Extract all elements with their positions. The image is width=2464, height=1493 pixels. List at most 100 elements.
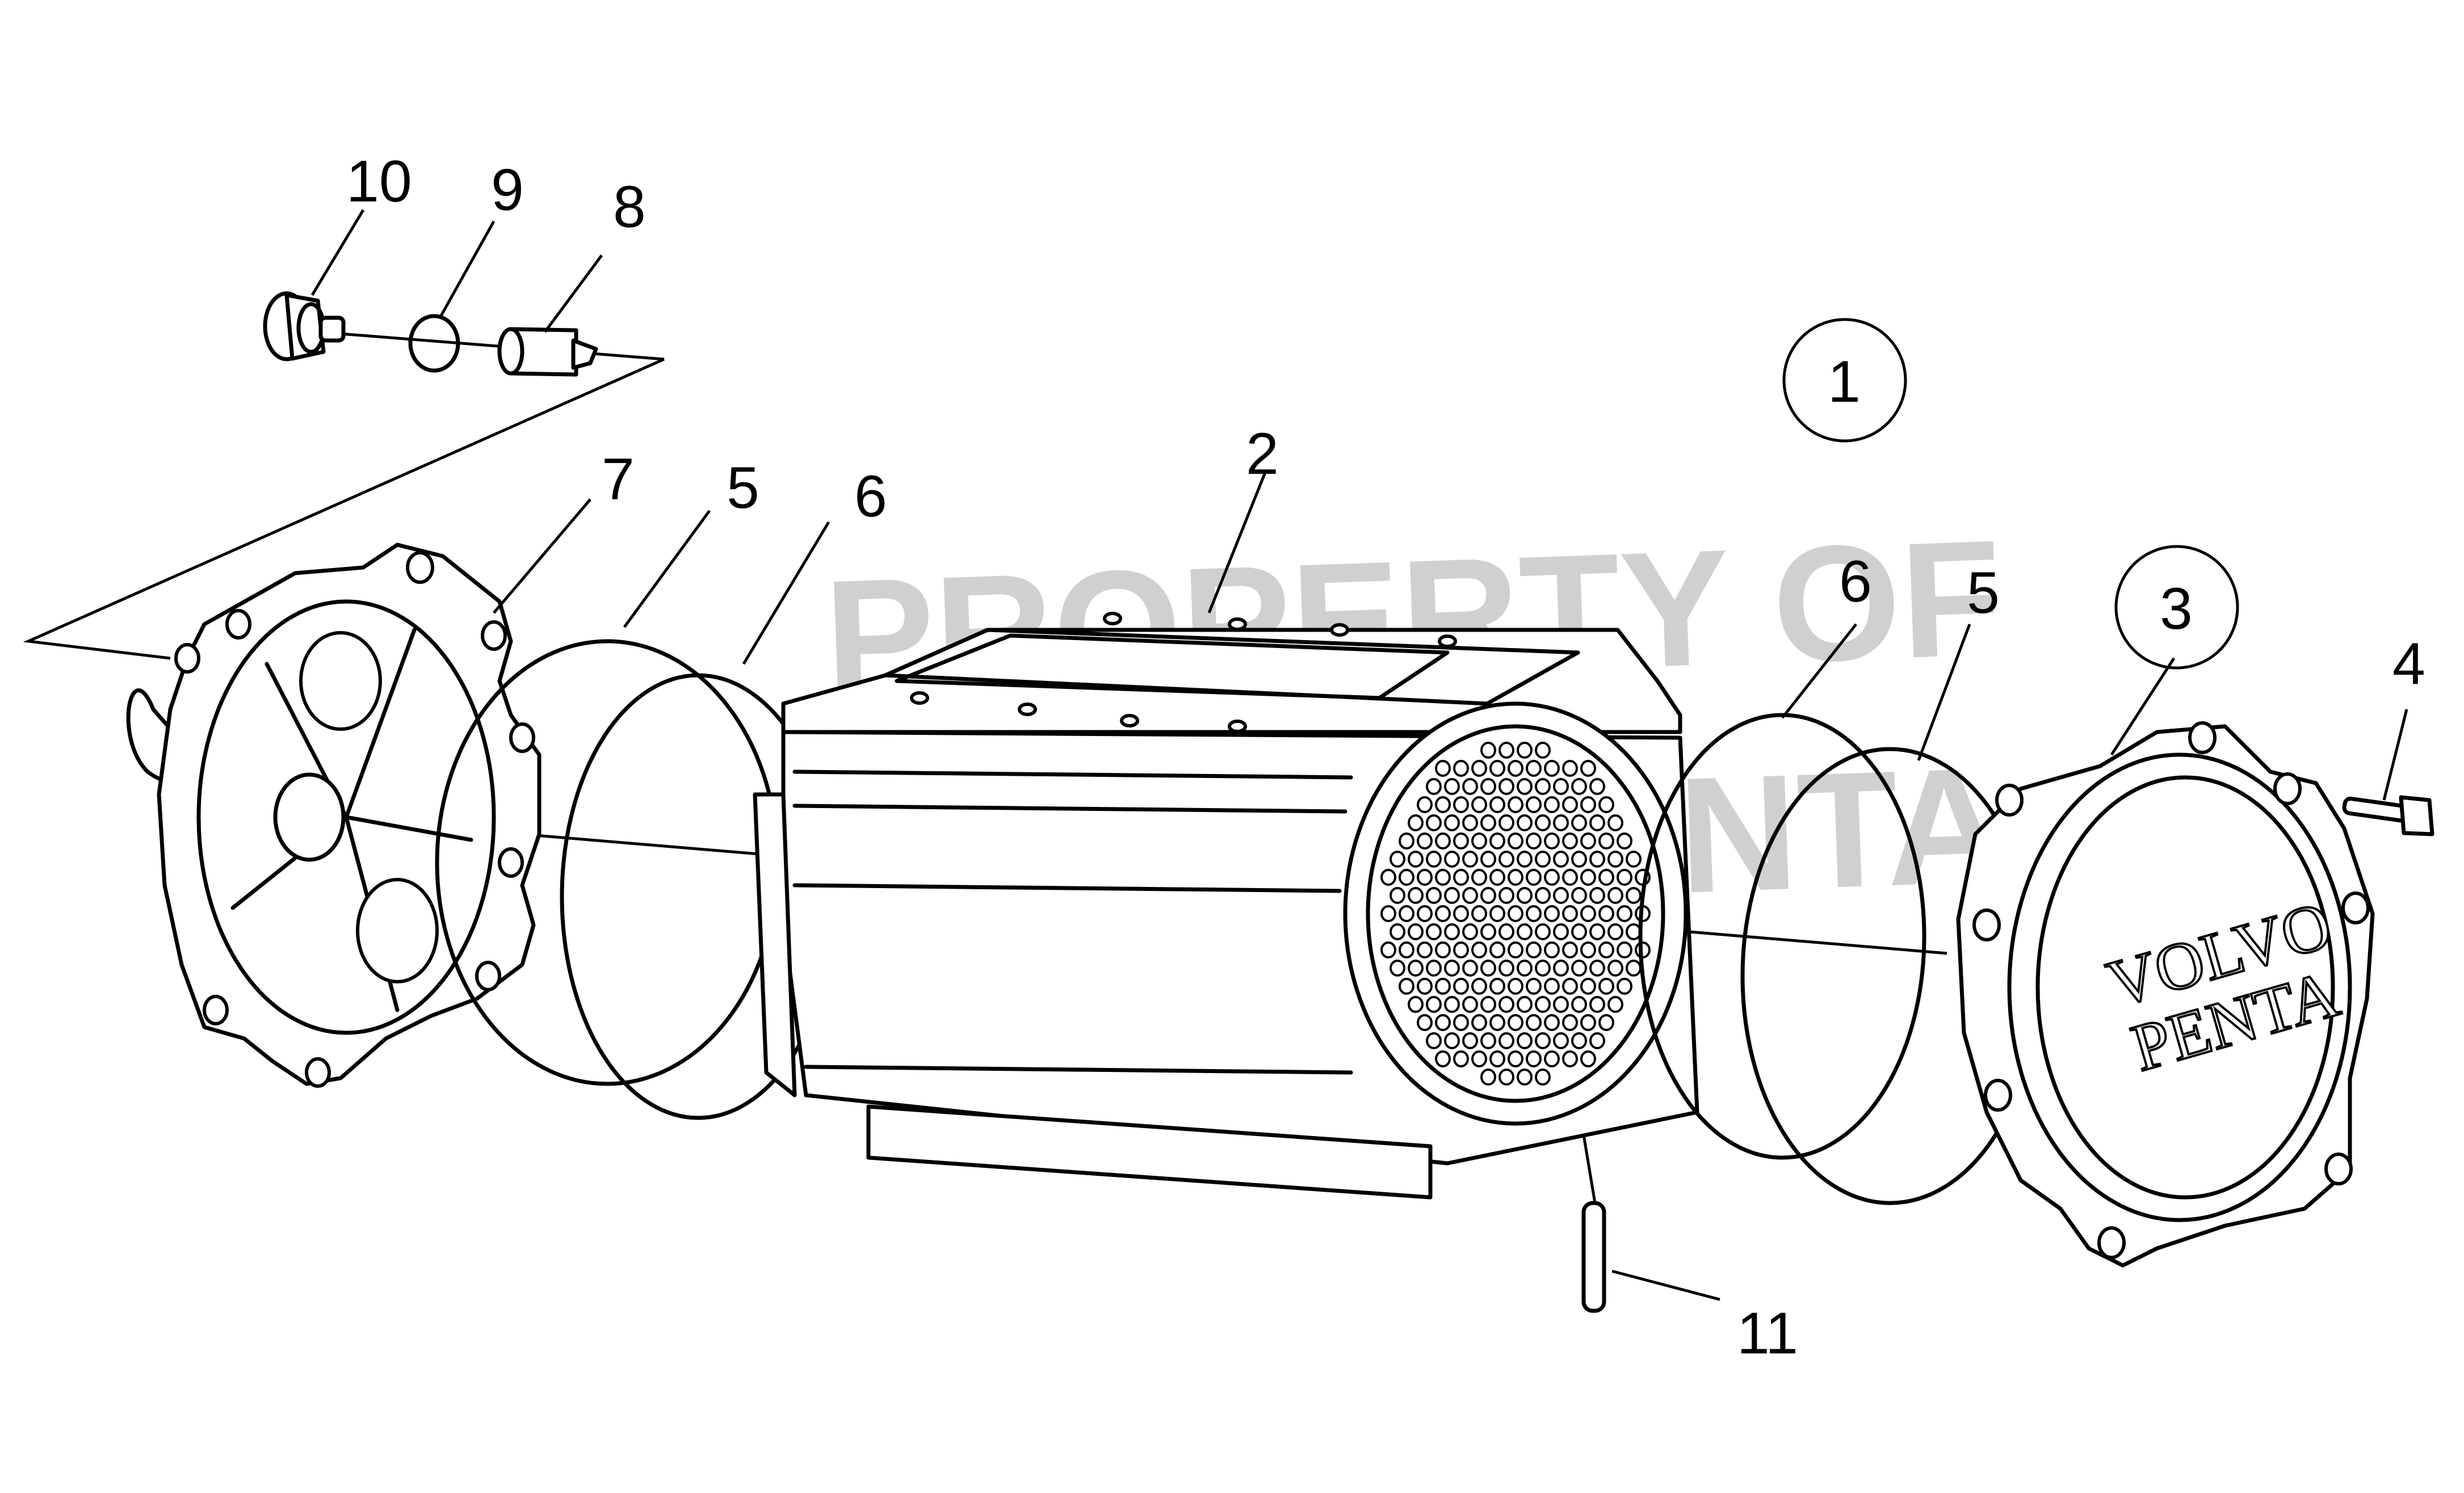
callout-7[interactable]: 7 bbox=[602, 447, 635, 512]
tube-hole bbox=[1444, 814, 1460, 831]
tube-hole bbox=[1553, 778, 1569, 795]
tube-hole bbox=[1617, 978, 1632, 995]
tube-hole bbox=[1508, 1014, 1523, 1031]
tube-hole bbox=[1390, 887, 1405, 904]
callout-6-left[interactable]: 6 bbox=[854, 464, 887, 529]
tube-hole bbox=[1535, 1032, 1551, 1049]
tube-stack-part[interactable] bbox=[753, 612, 1699, 1200]
tube-hole bbox=[1471, 796, 1487, 813]
tube-hole bbox=[1462, 1032, 1478, 1049]
tube-hole bbox=[1480, 996, 1496, 1013]
tube-hole bbox=[1489, 869, 1505, 886]
tube-hole bbox=[1626, 887, 1642, 904]
tube-hole bbox=[1489, 941, 1505, 958]
tube-hole bbox=[1471, 978, 1487, 995]
plug-part[interactable] bbox=[263, 291, 346, 361]
tube-hole bbox=[1598, 796, 1614, 813]
tube-hole bbox=[1471, 1050, 1487, 1067]
tube-hole bbox=[1417, 905, 1433, 922]
tube-hole bbox=[1526, 796, 1542, 813]
tube-hole bbox=[1471, 760, 1487, 777]
tube-hole bbox=[1508, 869, 1523, 886]
callout-1[interactable]: 1 bbox=[1828, 349, 1861, 415]
tube-hole bbox=[1517, 996, 1533, 1013]
leader-lines bbox=[310, 209, 2408, 1301]
tube-hole bbox=[1498, 960, 1514, 977]
tube-hole bbox=[1417, 832, 1433, 849]
tube-hole bbox=[1535, 923, 1551, 940]
tube-hole bbox=[1508, 905, 1523, 922]
tube-hole bbox=[1607, 996, 1623, 1013]
callout-10[interactable]: 10 bbox=[346, 149, 412, 215]
tube-hole bbox=[1408, 923, 1424, 940]
tube-hole bbox=[1435, 1014, 1451, 1031]
tube-hole bbox=[1544, 978, 1560, 995]
left-end-cover-part[interactable] bbox=[126, 542, 542, 1088]
callout-5-left[interactable]: 5 bbox=[727, 455, 759, 521]
tube-hole bbox=[1480, 887, 1496, 904]
callout-5-right[interactable]: 5 bbox=[1967, 560, 2000, 626]
tube-hole bbox=[1471, 869, 1487, 886]
tube-hole bbox=[1435, 760, 1451, 777]
tube-hole bbox=[1426, 960, 1442, 977]
right-end-cover-part[interactable]: VOLVO PENTA bbox=[1956, 721, 2375, 1268]
tube-hole bbox=[1508, 941, 1523, 958]
callout-2[interactable]: 2 bbox=[1246, 421, 1279, 487]
tube-hole bbox=[1426, 814, 1442, 831]
tube-hole bbox=[1444, 887, 1460, 904]
anode-part[interactable] bbox=[497, 327, 598, 377]
tube-hole bbox=[1517, 923, 1533, 940]
tube-hole bbox=[1617, 832, 1632, 849]
tube-hole bbox=[1508, 760, 1523, 777]
callout-9[interactable]: 9 bbox=[491, 157, 524, 223]
tube-hole bbox=[1517, 778, 1533, 795]
tube-hole bbox=[1607, 923, 1623, 940]
tube-hole bbox=[1435, 978, 1451, 995]
tube-hole bbox=[1498, 923, 1514, 940]
tube-hole bbox=[1571, 814, 1587, 831]
callout-3[interactable]: 3 bbox=[2160, 576, 2193, 642]
tube-hole bbox=[1589, 1032, 1605, 1049]
tube-hole bbox=[1489, 832, 1505, 849]
tube-hole bbox=[1444, 996, 1460, 1013]
callout-8[interactable]: 8 bbox=[613, 174, 646, 240]
pin-part[interactable] bbox=[1581, 1201, 1606, 1313]
tube-hole bbox=[1444, 851, 1460, 868]
right-o-ring-inner-part[interactable] bbox=[1638, 713, 1926, 1160]
tube-hole bbox=[1417, 869, 1433, 886]
tube-hole bbox=[1553, 996, 1569, 1013]
tube-hole bbox=[1617, 941, 1632, 958]
tube-hole bbox=[1444, 1032, 1460, 1049]
tube-hole bbox=[1508, 832, 1523, 849]
tube-hole bbox=[1571, 996, 1587, 1013]
tube-hole bbox=[1489, 978, 1505, 995]
tube-hole bbox=[1498, 778, 1514, 795]
tube-hole bbox=[1453, 941, 1469, 958]
tube-hole bbox=[1480, 778, 1496, 795]
tube-hole bbox=[1508, 796, 1523, 813]
callout-6-right[interactable]: 6 bbox=[1839, 549, 1872, 615]
tube-hole bbox=[1498, 996, 1514, 1013]
tube-hole bbox=[1489, 905, 1505, 922]
tube-hole bbox=[1444, 923, 1460, 940]
screw-part[interactable] bbox=[2342, 795, 2434, 836]
tube-hole bbox=[1399, 941, 1414, 958]
tube-hole bbox=[1462, 887, 1478, 904]
callout-11[interactable]: 11 bbox=[1737, 1301, 1798, 1366]
tube-hole bbox=[1489, 796, 1505, 813]
tube-hole bbox=[1480, 1069, 1496, 1086]
tube-hole bbox=[1580, 941, 1596, 958]
tube-hole bbox=[1526, 869, 1542, 886]
tube-hole bbox=[1598, 1014, 1614, 1031]
tube-hole bbox=[1535, 960, 1551, 977]
tube-hole bbox=[1508, 1050, 1523, 1067]
tube-hole bbox=[1480, 960, 1496, 977]
tube-hole bbox=[1553, 851, 1569, 868]
tube-hole bbox=[1480, 814, 1496, 831]
sealing-ring-part[interactable] bbox=[408, 314, 460, 373]
callout-4[interactable]: 4 bbox=[2392, 631, 2425, 697]
tube-hole bbox=[1607, 960, 1623, 977]
tube-hole bbox=[1571, 960, 1587, 977]
tube-hole bbox=[1408, 851, 1424, 868]
